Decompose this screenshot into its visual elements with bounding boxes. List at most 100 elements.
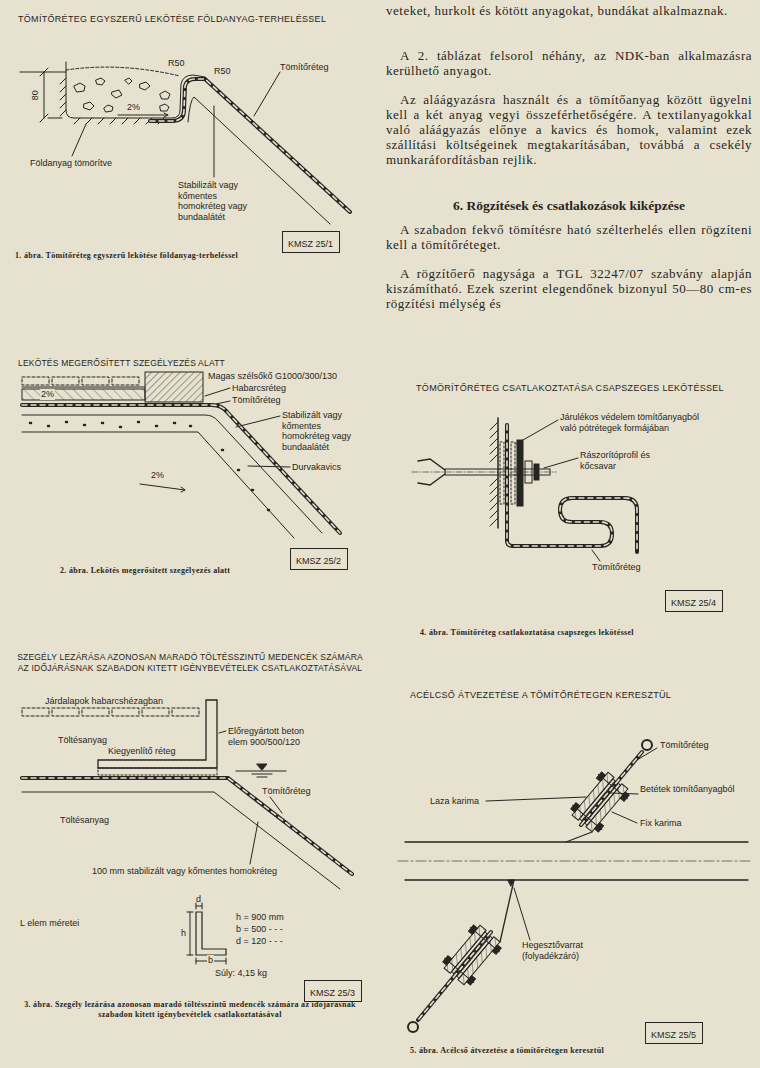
figure-title: LEKÖTÉS MEGERŐSÍTETT SZEGÉLYEZÉS ALATT	[18, 358, 225, 369]
drawing-number-box: KMSZ 25/1	[282, 231, 340, 253]
figure-5-drawing-part-part	[571, 803, 580, 812]
figure-3-drawing-part	[196, 912, 226, 955]
figure-4-drawing-part	[525, 461, 532, 483]
part-label: Stabilizált vagy kőmentes homokréteg vag…	[282, 410, 360, 452]
figure-5-drawing-part-part	[445, 927, 500, 982]
figure-5-drawing-part	[567, 768, 632, 835]
figure-5-drawing-part-part	[492, 945, 501, 954]
figure-2-drawing-part	[140, 484, 185, 492]
figure-5-drawing	[398, 740, 752, 1032]
figure-5-drawing-part-part	[443, 956, 452, 965]
figure-3-drawing-part	[142, 708, 169, 716]
part-label: Előregyártott beton elem 900/500/120	[228, 726, 320, 747]
figure-1-drawing-part	[40, 68, 62, 122]
figure-4-drawing	[412, 418, 637, 561]
part-label: Magas szélsőkő G1000/300/130	[208, 371, 337, 382]
part-label: Laza karima	[430, 796, 479, 807]
figure-caption: 5. ábra. Acélcső átvezetése a tömítőréte…	[410, 1046, 604, 1056]
part-label: 80	[30, 90, 41, 100]
drawing-number: KMSZ 25/2	[296, 556, 341, 567]
part-label: Tömítőréteg	[262, 786, 311, 797]
figure-5-drawing-part-part	[595, 823, 604, 832]
part-label: b = 500 - - -	[236, 924, 283, 935]
part-label: Tömítőréteg	[660, 740, 709, 751]
part-label: b	[207, 955, 214, 966]
figure-5-drawing-part	[642, 740, 652, 750]
figure-5-drawing-part	[486, 748, 657, 940]
figure-3-drawing-part	[219, 731, 282, 864]
part-label: Tömítőréteg	[232, 395, 281, 406]
figure-5-drawing-part	[418, 752, 642, 1020]
part-label: Járulékos védelem tömítőanyagból való pó…	[560, 412, 710, 433]
figure-2-drawing-part	[82, 377, 109, 385]
figure-3-drawing-part	[257, 764, 267, 770]
figure-4-drawing-part	[516, 420, 600, 561]
part-label: 2%	[126, 102, 141, 113]
part-label: Töltésanyag	[60, 815, 109, 826]
body-text: A szabadon fekvő tömítésre ható szélterh…	[386, 222, 752, 252]
figure-1-drawing-part	[74, 78, 170, 112]
figure-2-drawing-part	[145, 372, 203, 402]
figure-2-drawing-part	[22, 432, 294, 538]
figure-3-drawing-part	[82, 708, 109, 716]
part-label: Tömítőréteg	[280, 62, 329, 73]
figure-5-drawing-part-part	[468, 925, 477, 934]
figure-5-drawing-part	[500, 832, 592, 942]
body-text: veteket, hurkolt és kötött anyagokat, bu…	[386, 3, 752, 18]
figure-4-drawing-part	[507, 425, 637, 552]
part-label: h	[181, 928, 186, 939]
drawing-number: KMSZ 25/4	[671, 598, 716, 609]
part-label: Töltésanyag	[58, 735, 107, 746]
part-label: Rászorítóprofil és kőcsavar	[580, 450, 675, 471]
body-text: A 2. táblázat felsorol néhány, az NDK-ba…	[386, 48, 752, 78]
figure-5-drawing-part	[398, 861, 752, 862]
part-label: Súly: 4,15 kg	[215, 968, 267, 979]
section-heading: 6. Rögzítések és csatlakozások kiképzése	[386, 198, 752, 214]
drawing-part	[20, 62, 752, 1032]
figure-3-drawing-part	[98, 768, 217, 775]
drawing-number: KMSZ 25/3	[310, 988, 355, 999]
figure-1-drawing-part	[66, 67, 180, 76]
figure-1-drawing	[20, 62, 350, 224]
part-label: Fix karima	[640, 818, 682, 829]
figure-caption: 2. ábra. Lekötés megerősített szegélyezé…	[60, 566, 230, 576]
figure-title: SZEGÉLY LEZÁRÁSA AZONOSAN MARADÓ TÖLTÉSS…	[15, 652, 365, 674]
figure-4-drawing-part	[534, 464, 539, 480]
figure-5-drawing-part-part	[458, 937, 500, 985]
part-label: 2%	[40, 389, 55, 400]
figure-3-drawing-part	[98, 700, 217, 768]
part-label: Földanyag tömörítve	[30, 158, 112, 169]
figure-5-drawing-part	[439, 921, 504, 988]
drawing-number: KMSZ 25/5	[651, 1030, 696, 1041]
figure-5-drawing-part-part	[586, 784, 628, 832]
figure-title: TÖMÖRÍTŐRÉTEG CSATLAKOZTATÁSA CSAPSZEGES…	[395, 383, 745, 394]
drawing-number-box: KMSZ 25/2	[290, 548, 348, 570]
figure-caption: 4. ábra. Tömítőréteg csatlakoztatása csa…	[420, 628, 634, 638]
drawing-number-box: KMSZ 25/5	[645, 1022, 703, 1044]
figure-4-drawing-part	[507, 425, 637, 552]
figure-2-drawing-part	[22, 377, 49, 385]
part-label: R50	[168, 58, 185, 69]
figure-3-drawing-part	[22, 792, 340, 889]
figure-2-drawing-part	[205, 388, 290, 467]
figure-1-drawing-part	[60, 78, 164, 124]
figure-5-drawing-part	[408, 1022, 418, 1032]
figure-4-drawing-part	[497, 418, 499, 528]
figure-4-drawing-part	[500, 442, 504, 504]
body-text: A rögzítőerő nagysága a TGL 32247/07 sza…	[386, 266, 752, 311]
figure-3-drawing-part	[112, 708, 139, 716]
part-label: Habarcsréteg	[232, 383, 286, 394]
drawing-number-box: KMSZ 25/3	[304, 980, 362, 1002]
part-label: Hegesztővarrat (folyadékzáró)	[522, 940, 622, 961]
part-label: Tömítőréteg	[592, 562, 641, 573]
figure-1-drawing-part	[118, 113, 168, 117]
part-label: 100 mm stabilizált vagy kőmentes homokré…	[92, 866, 277, 877]
part-label: d = 120 - - -	[236, 936, 283, 947]
part-label: Durvakavics	[292, 462, 341, 473]
figure-caption: 3. ábra. Szegély lezárása azonosan marad…	[15, 1000, 365, 1019]
figure-2-drawing-part	[30, 422, 269, 510]
body-text: Az aláágyazásra használt és a tömítőanya…	[386, 92, 752, 167]
